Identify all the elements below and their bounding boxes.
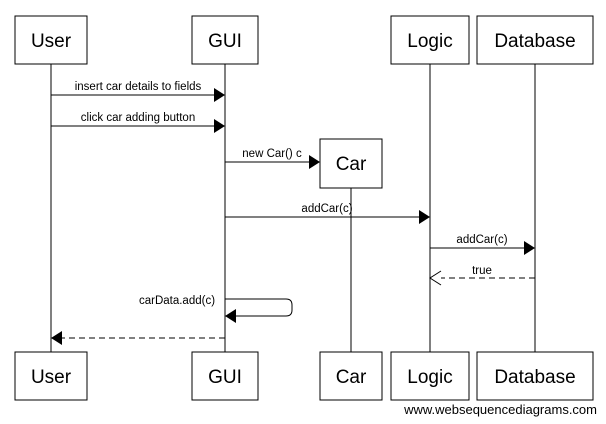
participant-car-created: Car — [319, 138, 383, 189]
message-insert-car-details: insert car details to fields — [51, 81, 225, 102]
participant-user-top-label: User — [31, 31, 72, 52]
participant-database-top: Database — [476, 15, 594, 65]
participant-database-bottom-label: Database — [494, 367, 575, 388]
message-addcar-logic-database: addCar(c) — [430, 234, 535, 255]
arrowhead-filled-icon — [214, 88, 225, 102]
participant-user-top: User — [14, 15, 88, 65]
participant-logic-bottom-label: Logic — [407, 367, 452, 388]
participant-database-top-label: Database — [494, 31, 575, 52]
arrowhead-filled-icon — [309, 155, 320, 169]
arrowhead-filled-icon — [51, 331, 62, 345]
message-insert-car-details-label: insert car details to fields — [75, 81, 202, 93]
footer-watermark: www.websequencediagrams.com — [403, 402, 597, 417]
participant-gui-bottom: GUI — [191, 351, 259, 401]
message-addcar-gui-logic-label: addCar(c) — [301, 203, 352, 215]
participant-database-bottom: Database — [476, 351, 594, 401]
message-return-true-label: true — [472, 265, 492, 277]
arrowhead-open-icon — [429, 270, 442, 286]
participant-logic-bottom: Logic — [390, 351, 470, 401]
message-addcar-gui-logic: addCar(c) — [225, 203, 430, 224]
participant-logic-top-label: Logic — [407, 31, 452, 52]
message-new-car-label: new Car() c — [242, 148, 302, 160]
message-new-car: new Car() c — [225, 148, 320, 169]
participant-car-bottom-label: Car — [336, 367, 367, 388]
participant-user-bottom: User — [14, 351, 88, 401]
participant-logic-top: Logic — [390, 15, 470, 65]
message-cardata-add: carData.add(c) — [139, 295, 293, 323]
participant-car-bottom: Car — [319, 351, 383, 401]
message-return-user — [51, 331, 225, 345]
participant-gui-top: GUI — [191, 15, 259, 65]
message-click-add-button-label: click car adding button — [81, 112, 195, 124]
message-cardata-add-label: carData.add(c) — [139, 295, 215, 307]
participant-car-created-label: Car — [336, 154, 367, 175]
arrowhead-filled-icon — [225, 309, 236, 323]
participant-user-bottom-label: User — [31, 367, 72, 388]
participant-gui-top-label: GUI — [208, 31, 242, 52]
arrowhead-filled-icon — [524, 241, 535, 255]
message-click-add-button: click car adding button — [51, 112, 225, 133]
arrowhead-filled-icon — [419, 210, 430, 224]
message-addcar-logic-database-label: addCar(c) — [456, 234, 507, 246]
message-return-true: true — [429, 265, 535, 286]
participant-gui-bottom-label: GUI — [208, 367, 242, 388]
arrowhead-filled-icon — [214, 119, 225, 133]
